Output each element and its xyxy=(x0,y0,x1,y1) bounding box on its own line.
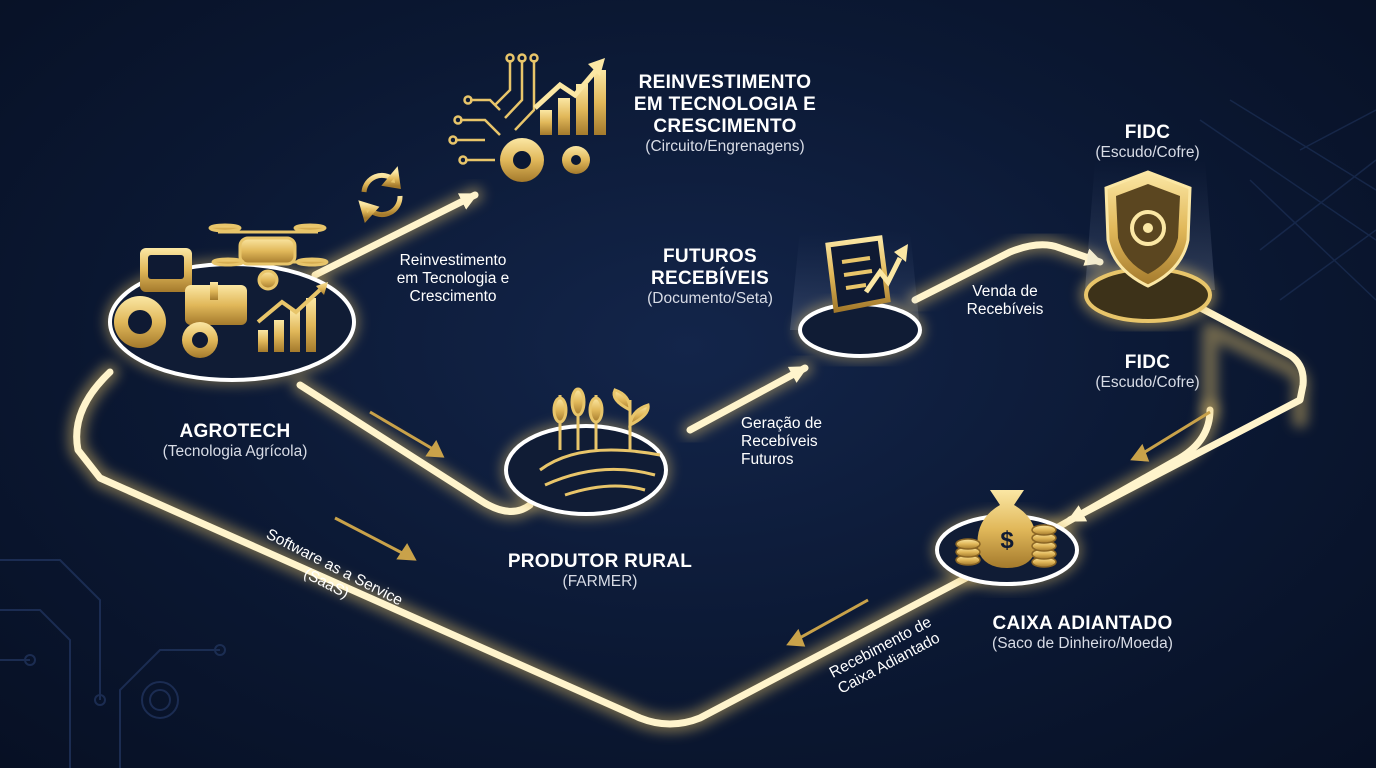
money-bag-icon: $ xyxy=(955,490,1057,568)
reinvest-title-line3: CRESCIMENTO xyxy=(653,115,797,137)
refresh-cycle-icon xyxy=(358,166,403,224)
flow-label-reinvest: Reinvestimento em Tecnologia e Crescimen… xyxy=(378,252,528,306)
caixa-title: CAIXA ADIANTADO xyxy=(992,613,1173,634)
caixa-label: CAIXA ADIANTADO (Saco de Dinheiro/Moeda) xyxy=(965,613,1200,653)
flow-reinvest-line1: Reinvestimento xyxy=(399,252,507,269)
fidc-top-subtitle: (Escudo/Cofre) xyxy=(1095,143,1200,161)
flow-venda-line2: Recebíveis xyxy=(966,301,1044,319)
reinvest-title-line1: REINVESTIMENTO xyxy=(638,72,812,93)
fidc-top-title: FIDC xyxy=(1124,122,1171,143)
growth-chart-icon xyxy=(256,282,328,352)
circuit-gears-icon[interactable] xyxy=(448,53,607,183)
agrotech-node[interactable] xyxy=(105,223,359,385)
flow-reinvest-line3: Crescimento xyxy=(409,288,497,306)
produtor-node[interactable] xyxy=(501,387,671,519)
flow-reinvest-line2: em Tecnologia e xyxy=(396,270,510,288)
agrotech-subtitle: (Tecnologia Agrícola) xyxy=(162,442,308,460)
flow-label-venda: Venda de Recebíveis xyxy=(950,283,1060,319)
futuros-subtitle: (Documento/Seta) xyxy=(647,289,773,307)
fidc-bottom-label: FIDC (Escudo/Cofre) xyxy=(1075,352,1220,392)
futuros-title-line2: RECEBÍVEIS xyxy=(650,267,770,289)
tractor-icon xyxy=(114,248,247,358)
fidc-bottom-title: FIDC xyxy=(1124,352,1171,373)
futuros-node[interactable] xyxy=(790,230,925,361)
fidc-node[interactable] xyxy=(1080,160,1216,327)
flow-geracao-line2: Recebíveis xyxy=(741,433,818,451)
main-loop-path xyxy=(67,187,1310,733)
reinvest-subtitle: (Circuito/Engrenagens) xyxy=(645,137,805,155)
caixa-node[interactable]: $ xyxy=(932,490,1082,589)
produtor-label: PRODUTOR RURAL (FARMER) xyxy=(495,551,705,591)
caixa-subtitle: (Saco de Dinheiro/Moeda) xyxy=(992,634,1173,652)
reinvest-title-line2: EM TECNOLOGIA E xyxy=(633,93,817,115)
flow-venda-line1: Venda de xyxy=(972,283,1038,300)
flow-label-geracao: Geração de Recebíveis Futuros xyxy=(741,415,861,469)
shield-vault-icon xyxy=(1104,170,1192,288)
produtor-title: PRODUTOR RURAL xyxy=(507,551,693,572)
produtor-subtitle: (FARMER) xyxy=(562,572,638,590)
flow-geracao-line3: Futuros xyxy=(741,451,794,469)
flow-geracao-line1: Geração de xyxy=(741,415,822,432)
wheat-field-icon xyxy=(539,387,661,497)
agrotech-label: AGROTECH (Tecnologia Agrícola) xyxy=(130,421,340,461)
futuros-label: FUTUROS RECEBÍVEIS (Documento/Seta) xyxy=(620,246,800,308)
agrotech-title: AGROTECH xyxy=(179,421,291,442)
futuros-title-line1: FUTUROS xyxy=(663,246,757,267)
drone-icon xyxy=(208,223,329,291)
direction-arrows xyxy=(334,410,1211,647)
fidc-bottom-subtitle: (Escudo/Cofre) xyxy=(1095,373,1200,391)
grid-decoration-right xyxy=(1199,99,1376,301)
svg-text:$: $ xyxy=(1000,527,1014,554)
document-arrow-icon xyxy=(825,235,908,313)
fidc-top-label: FIDC (Escudo/Cofre) xyxy=(1075,122,1220,162)
circuit-decoration-left xyxy=(0,559,226,768)
reinvest-label: REINVESTIMENTO EM TECNOLOGIA E CRESCIMEN… xyxy=(615,72,835,155)
